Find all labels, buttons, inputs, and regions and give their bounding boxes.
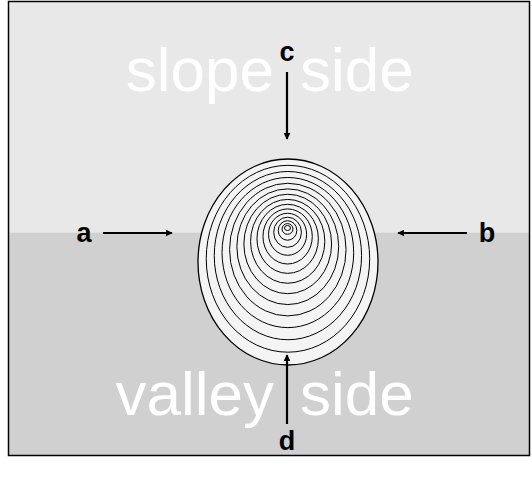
arrow-letter: d [279, 428, 296, 455]
ring [282, 224, 293, 235]
region-label: valley [115, 363, 274, 425]
growth-rings [198, 159, 378, 365]
ring [274, 217, 302, 247]
arrow [286, 72, 288, 139]
arrow-letter: a [76, 220, 91, 247]
arrow-letter: c [279, 39, 294, 66]
ring [206, 165, 369, 352]
ring [244, 194, 332, 293]
region-label: slope [126, 39, 274, 101]
ring [230, 183, 346, 316]
region-label: side [300, 363, 414, 425]
ring [269, 213, 307, 255]
ring [278, 221, 297, 241]
ring [222, 177, 354, 327]
ring [285, 226, 291, 231]
ring [251, 199, 325, 283]
arrow [398, 232, 467, 234]
arrow [286, 355, 288, 424]
arrow-letter: b [479, 220, 496, 247]
ring [198, 159, 378, 365]
ring [263, 209, 312, 264]
ring [237, 189, 339, 305]
arrow [103, 232, 172, 234]
ring [214, 171, 361, 339]
ring [257, 204, 318, 273]
frame [9, 2, 530, 456]
region-label: side [300, 39, 414, 101]
